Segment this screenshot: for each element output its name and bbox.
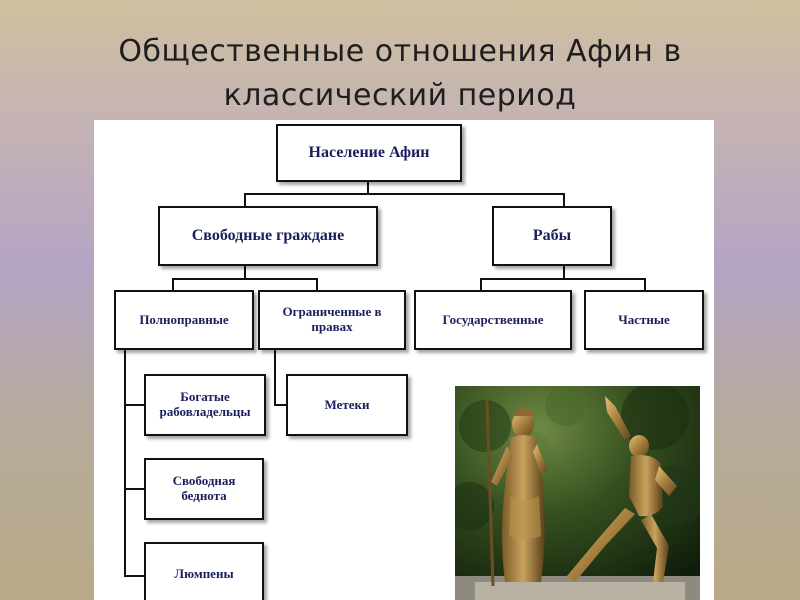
connector-line bbox=[124, 350, 126, 576]
node-population: Население Афин bbox=[276, 124, 462, 182]
node-private-slaves: Частные bbox=[584, 290, 704, 350]
connector-line bbox=[480, 278, 646, 280]
node-slaves: Рабы bbox=[492, 206, 612, 266]
slide-title: Общественные отношения Афин в классическ… bbox=[0, 30, 800, 118]
connector-line bbox=[274, 350, 276, 406]
connector-line bbox=[480, 278, 482, 292]
node-rich-slaveowners: Богатые рабовладельцы bbox=[144, 374, 266, 436]
connector-line bbox=[244, 266, 246, 280]
node-state-slaves: Государственные bbox=[414, 290, 572, 350]
node-free-citizens: Свободные граждане bbox=[158, 206, 378, 266]
statue-image bbox=[455, 386, 700, 600]
connector-line bbox=[124, 575, 146, 577]
connector-line bbox=[172, 278, 318, 280]
title-line-1: Общественные отношения Афин в bbox=[118, 34, 682, 69]
node-free-poor: Свободная беднота bbox=[144, 458, 264, 520]
node-metics: Метеки bbox=[286, 374, 408, 436]
connector-line bbox=[244, 193, 246, 207]
node-limited-rights: Ограниченные в правах bbox=[258, 290, 406, 350]
node-full-rights: Полноправные bbox=[114, 290, 254, 350]
statue-photo bbox=[455, 386, 700, 600]
connector-line bbox=[644, 278, 646, 292]
diagram-panel: Население Афин Свободные граждане Рабы П… bbox=[94, 120, 714, 600]
node-lumpen: Люмпены bbox=[144, 542, 264, 600]
connector-line bbox=[244, 193, 565, 195]
connector-line bbox=[172, 278, 174, 292]
connector-line bbox=[124, 488, 146, 490]
connector-line bbox=[367, 180, 369, 194]
connector-line bbox=[563, 193, 565, 207]
title-line-2: классический период bbox=[223, 78, 577, 113]
connector-line bbox=[563, 266, 565, 280]
athena-figure bbox=[485, 399, 547, 587]
connector-line bbox=[316, 278, 318, 292]
connector-line bbox=[274, 404, 288, 406]
connector-line bbox=[124, 404, 146, 406]
marsyas-figure bbox=[567, 396, 677, 582]
